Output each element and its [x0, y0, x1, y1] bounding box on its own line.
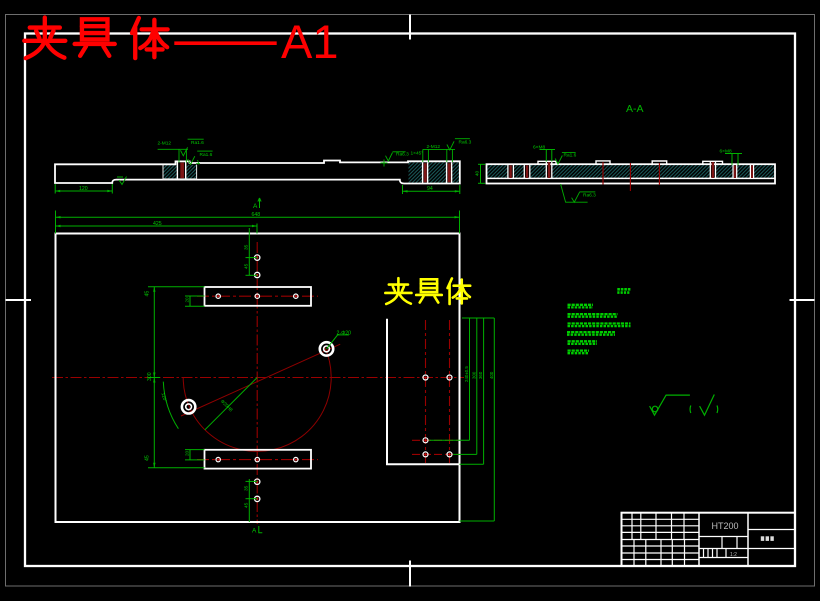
svg-text:300: 300 — [147, 372, 153, 381]
svg-text:45: 45 — [145, 291, 151, 297]
svg-text:A: A — [253, 203, 258, 210]
svg-text:Ra6.3: Ra6.3 — [396, 151, 409, 157]
svg-text:6×M8: 6×M8 — [720, 149, 732, 155]
svg-text:Ra6.3: Ra6.3 — [459, 139, 472, 145]
svg-text:1:2: 1:2 — [730, 552, 737, 558]
svg-text:94: 94 — [427, 186, 433, 192]
svg-text:2-Φ20: 2-Φ20 — [337, 331, 352, 337]
svg-text:Ra1.6: Ra1.6 — [191, 140, 204, 146]
svg-text:425: 425 — [153, 221, 162, 227]
svg-text:2-M12: 2-M12 — [427, 144, 441, 150]
svg-text:40: 40 — [474, 170, 479, 176]
svg-text:35: 35 — [244, 244, 250, 250]
svg-text:45: 45 — [145, 455, 151, 461]
svg-text:360: 360 — [478, 371, 483, 379]
svg-text:Ra6.3: Ra6.3 — [583, 193, 596, 199]
svg-text:A1: A1 — [281, 15, 339, 68]
svg-text:Ra1.6: Ra1.6 — [564, 153, 577, 159]
svg-text:35: 35 — [244, 485, 250, 491]
svg-text:300: 300 — [471, 371, 476, 379]
svg-text:6×M8: 6×M8 — [533, 145, 545, 151]
svg-text:120°: 120° — [160, 392, 167, 403]
svg-text:A: A — [252, 528, 257, 535]
svg-text:A-A: A-A — [626, 103, 644, 115]
svg-text:45: 45 — [244, 263, 250, 269]
svg-text:2-M12: 2-M12 — [158, 141, 172, 147]
svg-text:Ra1.6: Ra1.6 — [200, 152, 213, 158]
svg-text:120: 120 — [79, 186, 88, 192]
svg-text:240±0.5: 240±0.5 — [464, 366, 469, 382]
svg-text:20: 20 — [185, 450, 190, 456]
svg-text:1×45°: 1×45° — [411, 151, 424, 157]
svg-text:HT200: HT200 — [712, 521, 739, 531]
svg-text:20: 20 — [185, 297, 190, 303]
svg-text:45: 45 — [244, 502, 250, 508]
svg-text:648: 648 — [252, 212, 261, 218]
svg-text:400: 400 — [489, 371, 494, 379]
